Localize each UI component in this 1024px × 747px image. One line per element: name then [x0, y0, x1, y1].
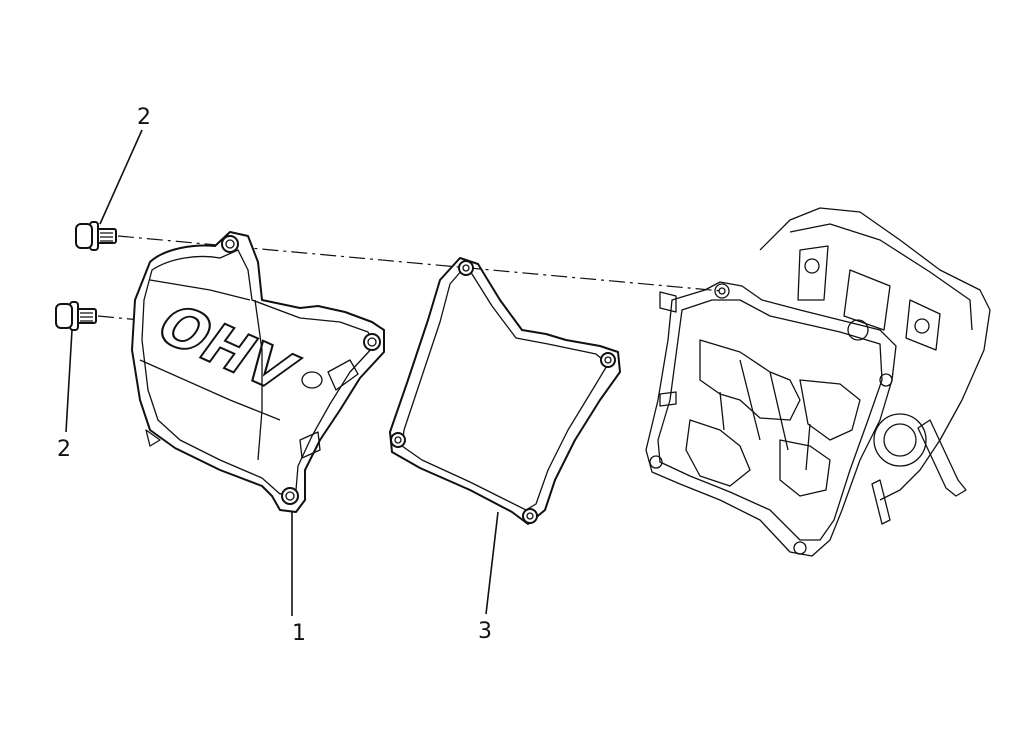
- flange-bolt-top: [75, 221, 117, 251]
- leader-lines: [65, 129, 499, 616]
- cylinder-head: [645, 207, 991, 557]
- valve-cover: OHV: [131, 231, 385, 513]
- callout-gasket: 3: [478, 619, 492, 644]
- callout-valve-cover: 1: [292, 621, 306, 646]
- callout-bolt-bottom: 2: [57, 437, 71, 462]
- flange-bolt-bottom: [55, 301, 97, 331]
- callout-bolt-top: 2: [137, 105, 151, 130]
- cover-gasket: [389, 257, 621, 525]
